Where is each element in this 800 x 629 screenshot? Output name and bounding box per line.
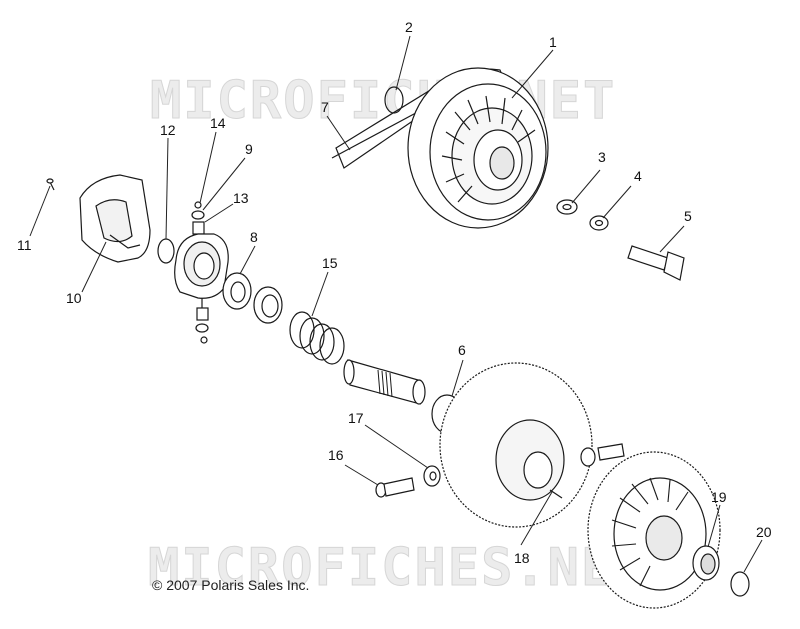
part-16-bolt — [375, 477, 415, 498]
sheave-hardware — [549, 443, 625, 499]
part-19-bearing — [692, 545, 720, 581]
part-11-screw — [46, 178, 55, 191]
callout-2: 2 — [405, 19, 413, 35]
callout-20: 20 — [756, 524, 772, 540]
driven-clutch — [587, 451, 721, 609]
callout-14: 14 — [210, 115, 226, 131]
callout-11: 11 — [17, 237, 32, 253]
callout-13: 13 — [233, 190, 249, 206]
part-5-bolt — [627, 245, 685, 281]
watermark-top: MICROFICHE.NET — [150, 71, 616, 131]
callout-5: 5 — [684, 208, 692, 224]
callout-17: 17 — [348, 410, 364, 426]
driven-sheave — [439, 362, 593, 528]
part-12-ring — [157, 238, 175, 264]
callout-8: 8 — [250, 229, 258, 245]
part-4-washer — [589, 215, 609, 231]
callout-12: 12 — [160, 122, 176, 138]
callout-3: 3 — [598, 149, 606, 165]
callout-10: 10 — [66, 290, 82, 306]
callout-15: 15 — [322, 255, 338, 271]
callout-6: 6 — [458, 342, 466, 358]
part-8-tabbed-washer — [222, 272, 252, 310]
part-10-cover — [79, 174, 151, 263]
spider-housing — [174, 233, 229, 299]
callout-7: 7 — [321, 99, 329, 115]
clutch-shaft — [343, 359, 426, 405]
callout-4: 4 — [634, 168, 642, 184]
callout-9: 9 — [245, 141, 253, 157]
part-17-bushing — [423, 465, 441, 487]
bushing-ring — [253, 286, 283, 324]
part-15-spring — [289, 311, 345, 365]
leader-lines — [29, 35, 763, 573]
part-2-ring — [384, 86, 404, 114]
callout-18: 18 — [514, 550, 530, 566]
callout-19: 19 — [711, 489, 727, 505]
watermark-bottom: MICROFICHES.NE — [148, 538, 614, 598]
part-3-washer — [556, 199, 578, 215]
part-20-snap-ring — [730, 571, 750, 597]
drive-clutch — [407, 67, 549, 229]
callouts: 1 2 3 4 5 6 7 8 9 10 11 12 13 14 15 16 1… — [17, 19, 772, 566]
roller-assembly-bottom — [195, 295, 209, 344]
copyright-notice: © 2007 Polaris Sales Inc. — [152, 577, 309, 593]
callout-1: 1 — [549, 34, 557, 50]
callout-16: 16 — [328, 447, 344, 463]
roller-assembly-top — [191, 201, 205, 248]
